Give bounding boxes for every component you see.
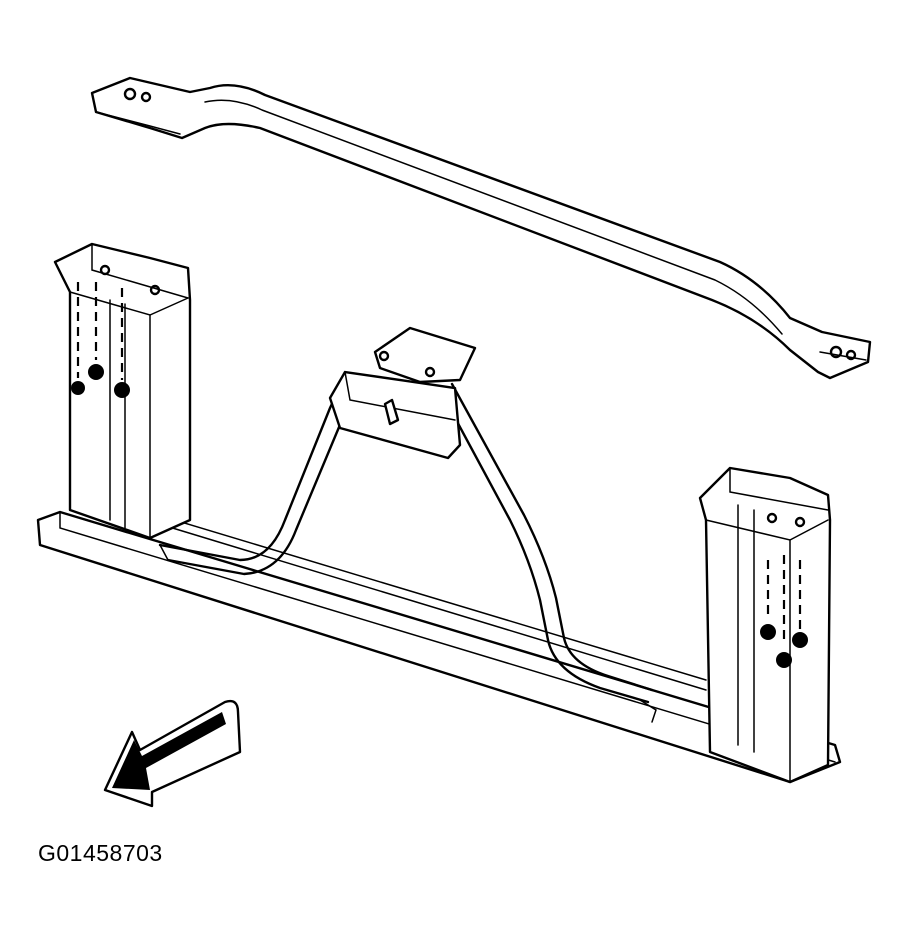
- figure-code-label: G01458703: [38, 840, 163, 866]
- front-direction-arrow-icon: [103, 699, 242, 808]
- upper-cross-bar: [90, 76, 872, 380]
- left-upright-bracket: [53, 242, 192, 540]
- right-upright-bracket: [698, 466, 832, 784]
- center-support-assembly: [158, 326, 657, 723]
